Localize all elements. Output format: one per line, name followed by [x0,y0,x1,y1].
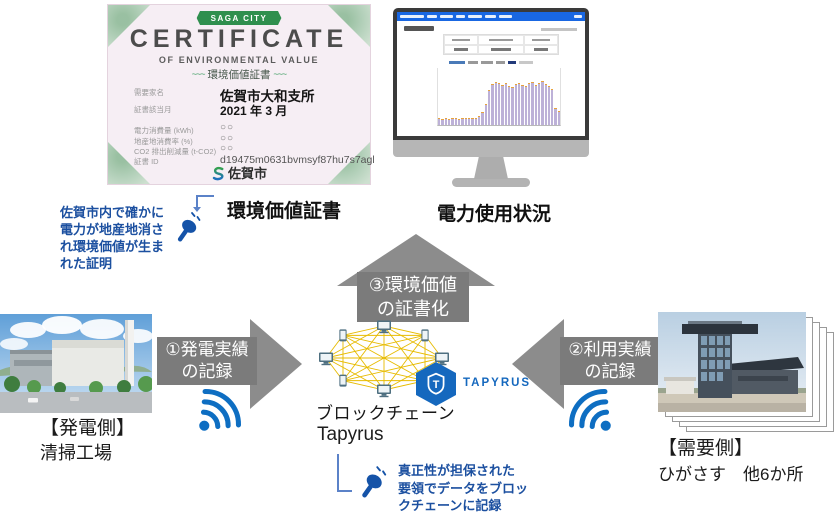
step1-label: ①発電実績 の記録 [157,337,257,385]
dashboard-title-placeholder [404,26,434,31]
usage-monitor [393,8,589,187]
usage-chart-bars [437,68,561,126]
environmental-certificate: SAGA CITY CERTIFICATE OF ENVIRONMENTAL V… [107,4,375,185]
certificate-subtitle-jp: ~~~ 環境価値証書 ~~~ [191,69,287,81]
monitor-base [452,178,530,187]
saga-s-icon [212,166,224,181]
arrow-left-usage [512,319,564,409]
monitor-bezel [393,8,589,140]
demand-side-name: ひがさす 他6か所 [658,465,804,484]
certificate-title: CERTIFICATE [129,25,349,53]
connector-elbow [337,454,352,492]
monitor-chin [393,140,589,157]
blockchain-network [314,318,454,402]
dashboard-chart-legend [449,61,533,64]
certificate-subtitle: OF ENVIRONMENTAL VALUE [158,55,320,65]
saga-city-ribbon: SAGA CITY [196,11,282,25]
pointing-hand-icon [356,464,390,503]
connector-elbow [196,195,214,207]
note-authenticity: 真正性が担保された 要領でデータをブロッ クチェーンに記録 [398,463,529,513]
dashboard-toplink-placeholder [541,28,577,31]
arrow-right-generation [250,319,302,409]
wifi-signal-icon [179,375,255,451]
generation-side-title: 【発電側】 [40,418,136,439]
blockchain-label-en: Tapyrus [317,424,384,445]
blockchain-label-jp: ブロックチェーン [316,404,456,423]
dashboard-navbar [397,12,585,21]
monitor-caption: 電力使用状況 [437,204,552,225]
monitor-stand [474,157,508,179]
demand-building-photo [658,312,806,412]
generation-plant-photo [0,314,154,413]
dashboard-summary-table [443,34,559,55]
pointing-hand-icon [172,210,204,247]
saga-city-logo: 佐賀市 [108,163,370,182]
step3-label: ③環境価値 の証書化 [357,272,469,322]
connector-arrowhead [193,207,201,212]
tapyrus-logo-icon: T [416,362,456,406]
certificate-caption: 環境価値証書 [227,201,342,222]
demand-side-title: 【需要側】 [658,438,754,459]
dashboard-screen [397,12,585,136]
step2-label: ②利用実績 の記録 [560,337,660,385]
wifi-signal-icon [555,375,631,451]
svg-text:T: T [433,379,440,391]
generation-side-label: 【発電側】 清掃工場 [40,416,135,466]
generation-side-name: 清掃工場 [40,443,112,463]
demand-photo-stack [658,312,840,436]
note-local-production: 佐賀市内で確かに 電力が地産地消さ れ環境価値が生ま れた証明 [60,205,165,271]
demand-side-label: 【需要側】 ひがさす 他6か所 [658,436,803,488]
